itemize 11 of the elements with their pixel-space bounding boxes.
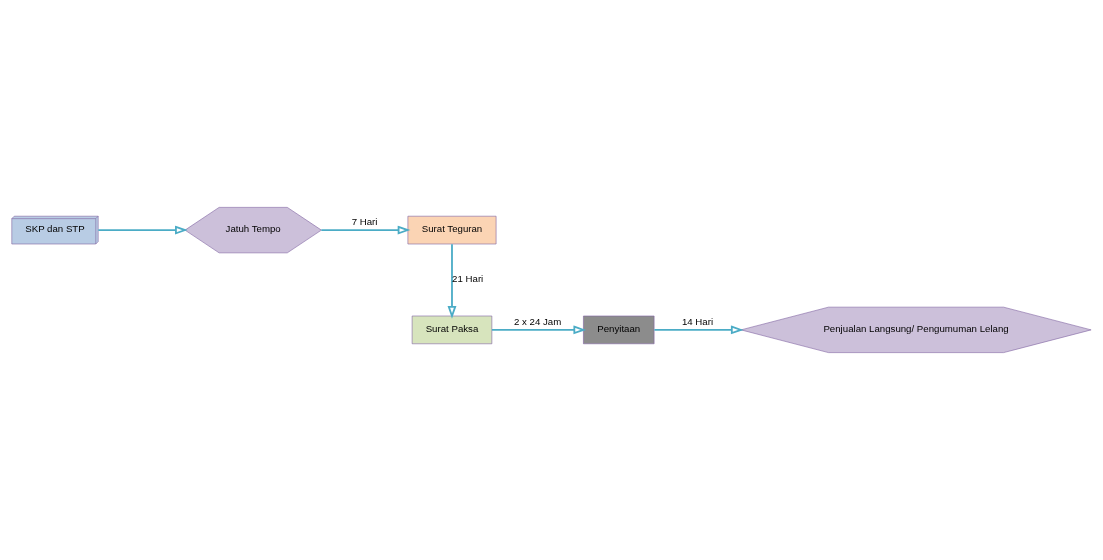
arrow xyxy=(491,325,587,335)
node-box: Surat Paksa xyxy=(411,315,493,345)
arrow xyxy=(447,243,457,319)
node-box: Surat Teguran xyxy=(407,215,497,245)
arrow xyxy=(653,325,744,335)
edge-label: 2 x 24 Jam xyxy=(514,315,562,327)
edge-label: 14 Hari xyxy=(681,315,714,327)
node-box: Penyitaan xyxy=(583,315,655,345)
arrow xyxy=(320,225,411,235)
edge-label: 7 Hari xyxy=(351,216,378,228)
arrow xyxy=(97,225,188,235)
